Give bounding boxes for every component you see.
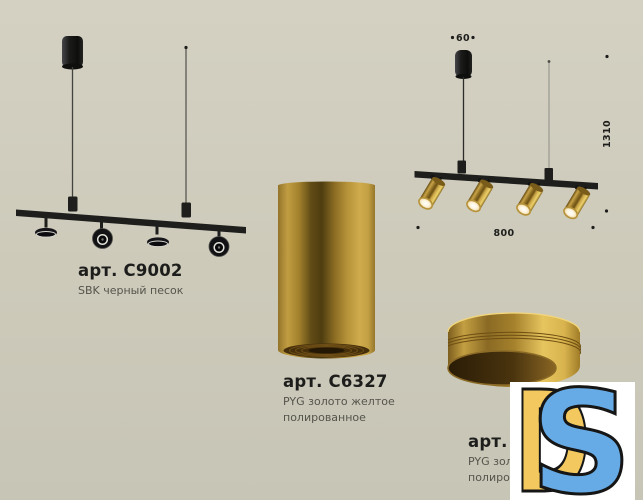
gold-spot [563, 186, 591, 220]
gold-ring-drawing [447, 312, 581, 387]
dim-height-text: 1310 [602, 120, 613, 148]
bar-post [544, 168, 553, 181]
dim-dot [471, 35, 475, 40]
article-number: арт. C6327 [283, 372, 388, 391]
ds-watermark-logo: D S [510, 360, 635, 500]
bar-post [181, 202, 191, 218]
article-number: арт. C9002 [78, 261, 183, 280]
gold-cylinder-drawing [278, 181, 375, 359]
gold-spot [418, 176, 446, 210]
dimension-bar-length: 800 [416, 225, 595, 239]
label-gold-cylinder: арт. C6327 PYG золото желтое полированно… [283, 372, 395, 425]
bar-post [457, 160, 466, 174]
ds-logo-letters: D S [513, 360, 634, 500]
dim-dot [450, 35, 455, 40]
bar-post [68, 196, 78, 212]
dim-canopy-width-text: 60 [456, 33, 470, 44]
photo-black-pendant [0, 0, 260, 260]
dimension-height: 1310 [602, 54, 613, 213]
dim-dot [605, 54, 609, 59]
dimension-canopy-width: 60 [450, 33, 475, 44]
dim-dot [591, 225, 595, 230]
finish-name-line2: полиров [468, 471, 517, 485]
gold-cylinder-opening [283, 343, 370, 358]
logo-letter-d: D [513, 360, 592, 500]
canopy-black [62, 36, 83, 70]
svg-text:S: S [530, 382, 632, 500]
logo-letter-s: S [529, 360, 634, 500]
label-gold-ring: арт. PYG зол полиров [468, 432, 517, 485]
photo-dimension-drawing: 60 [400, 0, 643, 250]
black-spot-round [92, 219, 113, 249]
wire-tip [547, 60, 551, 63]
gold-spot [466, 179, 494, 213]
finish-name-line1: PYG зол [468, 454, 513, 468]
gold-spot [516, 182, 544, 216]
black-pendant-drawing [16, 36, 246, 257]
photo-gold-cylinder [266, 176, 386, 372]
black-spot-round [208, 228, 230, 257]
black-spot-disc [147, 223, 169, 248]
dimension-drawing: 60 [414, 33, 613, 239]
wire-tip [184, 45, 188, 50]
svg-text:D: D [514, 382, 591, 500]
article-number: арт. [468, 432, 508, 451]
finish-name-line2: полированное [283, 411, 366, 425]
gold-cylinder-body [278, 181, 375, 359]
finish-name: SBK черный песок [78, 283, 184, 297]
gold-ring-opening [447, 350, 557, 386]
photo-gold-ring [436, 302, 584, 398]
dim-dot [416, 225, 420, 230]
finish-name-line1: PYG золото желтое [283, 394, 395, 408]
label-left-pendant: арт. C9002 SBK черный песок [78, 261, 184, 297]
fixture-bar [414, 171, 598, 190]
dim-dot [604, 209, 609, 213]
canopy-black [455, 50, 472, 79]
dim-bar-length-text: 800 [493, 228, 514, 239]
black-spot-disc [35, 216, 57, 238]
fixture-bar [16, 209, 246, 234]
